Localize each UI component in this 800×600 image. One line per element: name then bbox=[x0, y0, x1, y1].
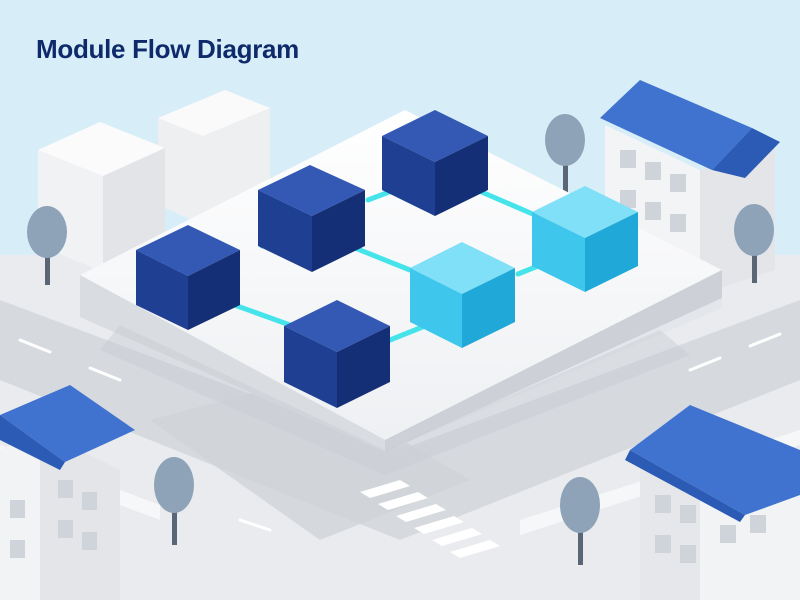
trees-background bbox=[27, 114, 774, 285]
house-bottom-right bbox=[625, 405, 800, 600]
crosswalk bbox=[360, 480, 500, 558]
module-cube-5 bbox=[410, 242, 515, 348]
module-cube-1 bbox=[136, 225, 240, 330]
house-bottom-left bbox=[0, 385, 135, 600]
module-cube-6 bbox=[532, 186, 638, 292]
trees-foreground bbox=[154, 457, 600, 565]
background-buildings bbox=[38, 90, 270, 272]
page-title: Module Flow Diagram bbox=[36, 34, 299, 64]
module-cube-2 bbox=[258, 165, 365, 272]
module-cubes bbox=[136, 110, 638, 408]
module-cube-3 bbox=[382, 110, 488, 216]
platform bbox=[80, 110, 722, 475]
module-cube-4 bbox=[284, 300, 390, 408]
